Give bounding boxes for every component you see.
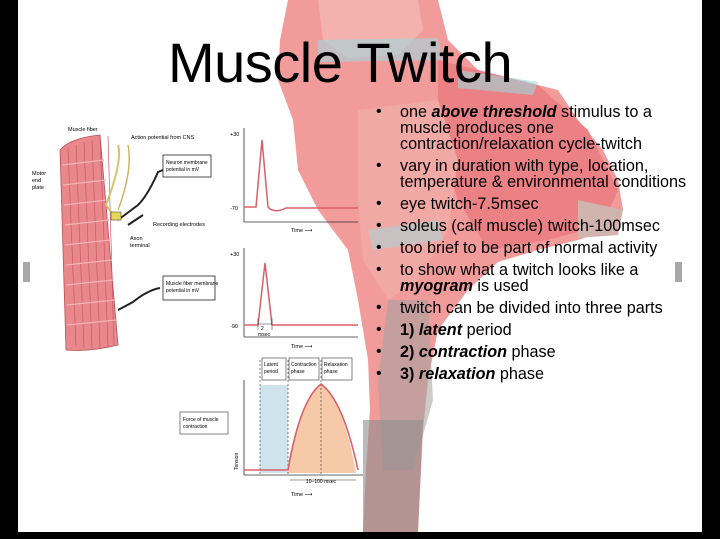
bullet-text: too brief to be part of normal activity bbox=[400, 239, 658, 257]
bullet-text: latent bbox=[418, 321, 463, 339]
label-action-potential: Action potential from CNS bbox=[131, 135, 195, 141]
time-label-1: Time ⟶ bbox=[291, 228, 314, 234]
slide: Muscle Twitch Muscle fiber Action potent… bbox=[18, 0, 702, 532]
bullet-item: one above threshold stimulus to a muscle… bbox=[374, 104, 702, 152]
svg-text:+30: +30 bbox=[230, 132, 239, 138]
bullet-item: 1) latent period bbox=[374, 322, 702, 338]
bullet-item: twitch can be divided into three parts bbox=[374, 300, 702, 316]
time-label-3: Time ⟶ bbox=[291, 492, 314, 498]
bullet-text: twitch can be divided into three parts bbox=[400, 299, 663, 317]
bullet-text: 1) bbox=[400, 321, 419, 339]
bullet-item: 3) relaxation phase bbox=[374, 366, 702, 382]
bullet-text: to show what a twitch looks like a bbox=[400, 261, 639, 279]
bullet-text: phase bbox=[495, 365, 544, 383]
time-label-2: Time ⟶ bbox=[291, 344, 314, 350]
bullet-text: is used bbox=[472, 277, 529, 295]
twitch-figure: Muscle fiber Action potential from CNS M… bbox=[32, 127, 363, 498]
bullet-text: 2) bbox=[400, 343, 419, 361]
slide-title: Muscle Twitch bbox=[168, 31, 513, 94]
bullet-text: phase bbox=[507, 343, 556, 361]
neuron-action-potential-graph: +30 -70 Time ⟶ bbox=[230, 128, 358, 234]
bullet-item: eye twitch-7.5msec bbox=[374, 196, 702, 212]
muscle-fiber-illustration bbox=[59, 134, 119, 351]
duration-label: 10–100 msec bbox=[306, 479, 337, 485]
bullet-text: above threshold bbox=[431, 103, 557, 121]
svg-text:-70: -70 bbox=[230, 206, 238, 212]
bullet-text: eye twitch-7.5msec bbox=[400, 195, 539, 213]
svg-text:-90: -90 bbox=[230, 324, 238, 330]
bullet-text: stimulus to a muscle produces one contra… bbox=[400, 103, 652, 153]
label-recording-electrodes: Recording electrodes bbox=[153, 222, 205, 228]
label-muscle-fiber: Muscle fiber bbox=[68, 127, 98, 133]
tension-label: Tension bbox=[234, 453, 240, 470]
bullet-text: period bbox=[462, 321, 512, 339]
svg-text:+30: +30 bbox=[230, 252, 239, 258]
bullet-text: vary in duration with type, location, te… bbox=[400, 157, 687, 191]
bullet-text: 3) bbox=[400, 365, 419, 383]
bullet-text: relaxation bbox=[418, 365, 496, 383]
bullet-item: to show what a twitch looks like a myogr… bbox=[374, 262, 702, 294]
bullet-text: soleus (calf muscle) twitch-100msec bbox=[400, 217, 660, 235]
bullet-item: too brief to be part of normal activity bbox=[374, 240, 702, 256]
bullet-text: one bbox=[400, 103, 432, 121]
bullet-list: one above threshold stimulus to a muscle… bbox=[374, 104, 702, 388]
bullet-item: 2) contraction phase bbox=[374, 344, 702, 360]
bullet-text: myogram bbox=[400, 277, 473, 295]
bullet-item: vary in duration with type, location, te… bbox=[374, 158, 702, 190]
bullet-text: contraction bbox=[418, 343, 508, 361]
bullet-item: soleus (calf muscle) twitch-100msec bbox=[374, 218, 702, 234]
